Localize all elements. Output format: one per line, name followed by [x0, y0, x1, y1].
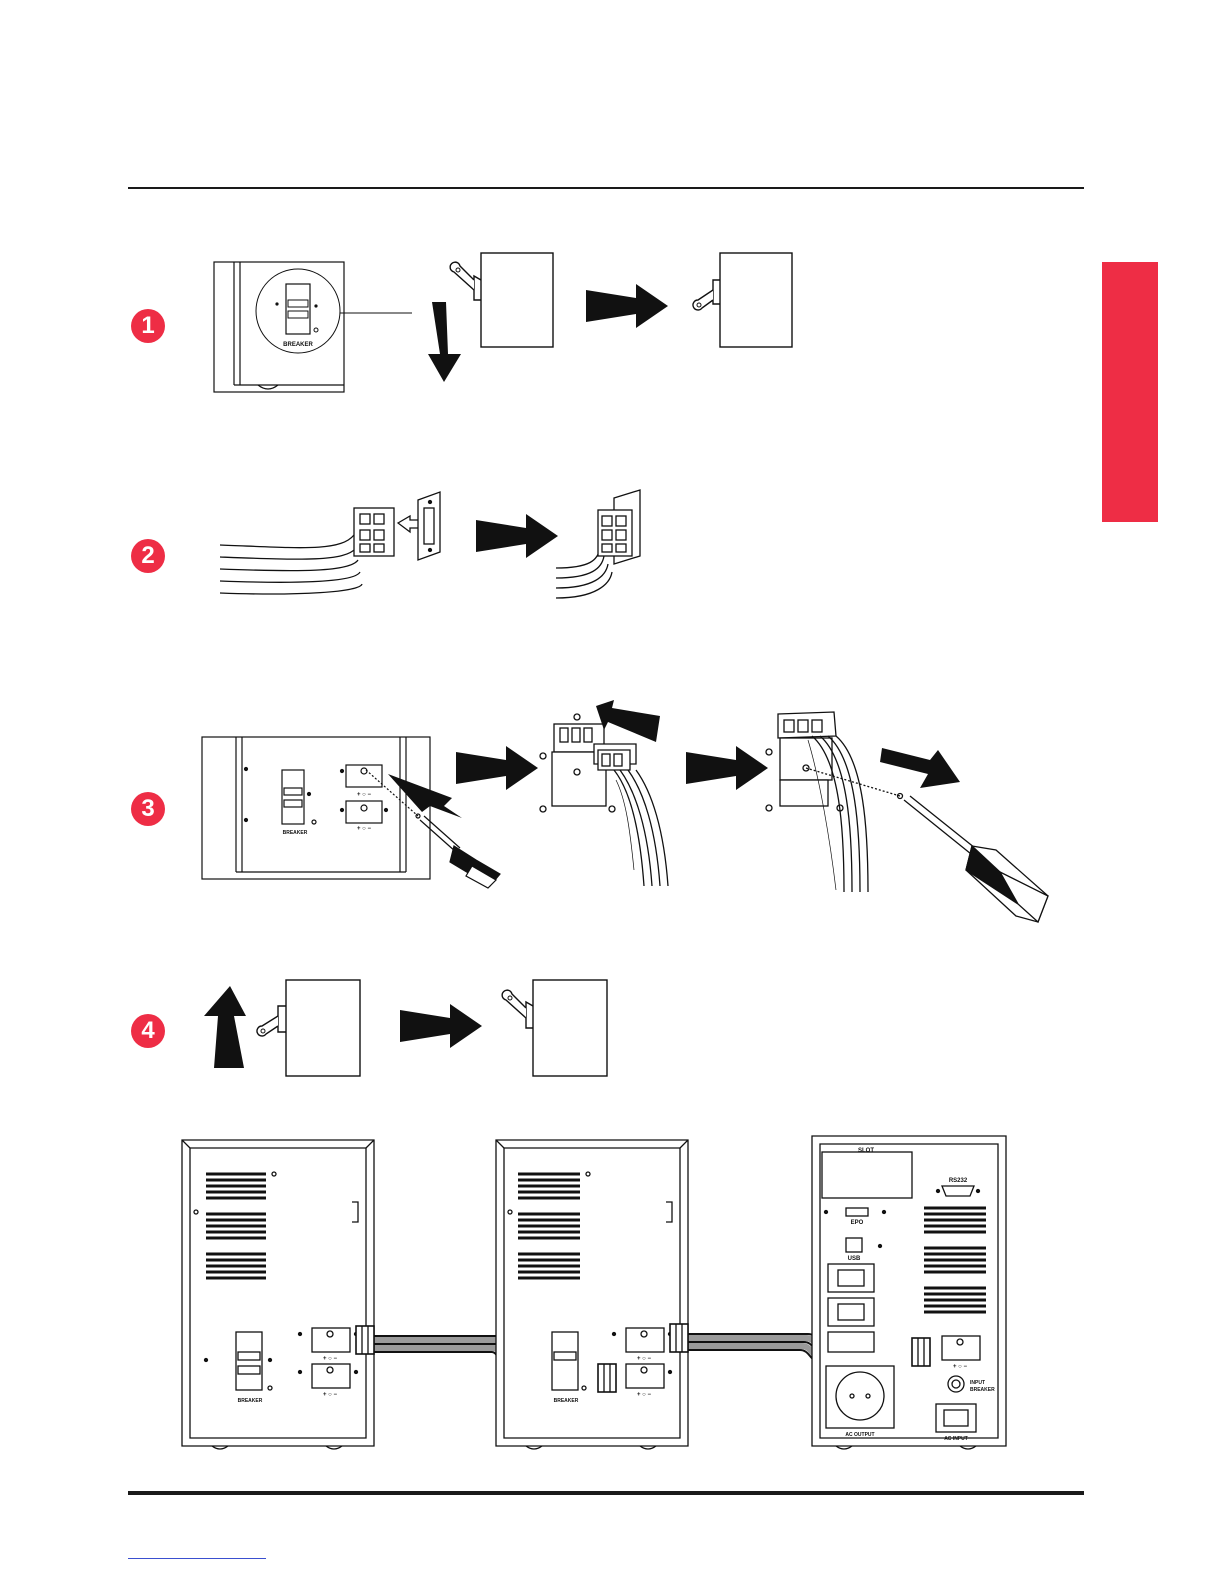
step3-bracket-removal: [540, 700, 668, 886]
arrow-right: [686, 746, 768, 790]
bottom-rule: [128, 1491, 1084, 1495]
svg-text:+ ○ −: + ○ −: [357, 792, 371, 798]
battery-pack-1: BREAKER + ○ − + ○ −: [182, 1140, 374, 1449]
step3-bracket-reinstall: [766, 712, 1048, 922]
step2-connected: [556, 490, 640, 598]
input-breaker-label-2: BREAKER: [970, 1387, 995, 1393]
step2-cable-connector: [220, 492, 440, 594]
svg-text:+ ○ −: + ○ −: [953, 1364, 967, 1370]
step4-switch-off: [257, 980, 360, 1076]
svg-text:BREAKER: BREAKER: [238, 1398, 263, 1404]
ac-output-label: AC OUTPUT: [845, 1432, 874, 1438]
svg-text:+ ○ −: + ○ −: [323, 1392, 337, 1398]
svg-text:+ ○ −: + ○ −: [357, 826, 371, 832]
input-breaker-label-1: INPUT: [970, 1380, 985, 1386]
slot-label: SLOT: [858, 1148, 874, 1154]
arrow-right: [476, 514, 558, 558]
up-arrow: [204, 986, 246, 1068]
arrow-right: [586, 284, 668, 328]
epo-label: EPO: [851, 1220, 864, 1226]
step1-switch-off: [693, 253, 792, 347]
ups-rear-panel: SLOT RS232 EPO USB + ○ − AC OUTPUT: [812, 1136, 1006, 1449]
step1-breaker-closeup: BREAKER: [214, 262, 412, 392]
arrow-right: [400, 1004, 482, 1048]
breaker-label: BREAKER: [283, 342, 313, 348]
step3-unit-panel: BREAKER + ○ − + ○ −: [202, 737, 430, 879]
arrow-right: [456, 746, 538, 790]
down-arrow: [428, 302, 461, 382]
ac-input-label: AC INPUT: [944, 1436, 968, 1442]
rs232-label: RS232: [949, 1178, 968, 1184]
step4-switch-on: [502, 980, 607, 1076]
step1-switch-on: [450, 253, 553, 347]
battery-pack-2: BREAKER + ○ − + ○ −: [496, 1140, 688, 1449]
svg-text:+ ○ −: + ○ −: [637, 1392, 651, 1398]
svg-text:BREAKER: BREAKER: [283, 830, 308, 836]
svg-text:+ ○ −: + ○ −: [323, 1356, 337, 1362]
footer-link-underline[interactable]: [128, 1558, 266, 1559]
svg-text:+ ○ −: + ○ −: [637, 1356, 651, 1362]
usb-label: USB: [848, 1256, 861, 1262]
svg-text:BREAKER: BREAKER: [554, 1398, 579, 1404]
